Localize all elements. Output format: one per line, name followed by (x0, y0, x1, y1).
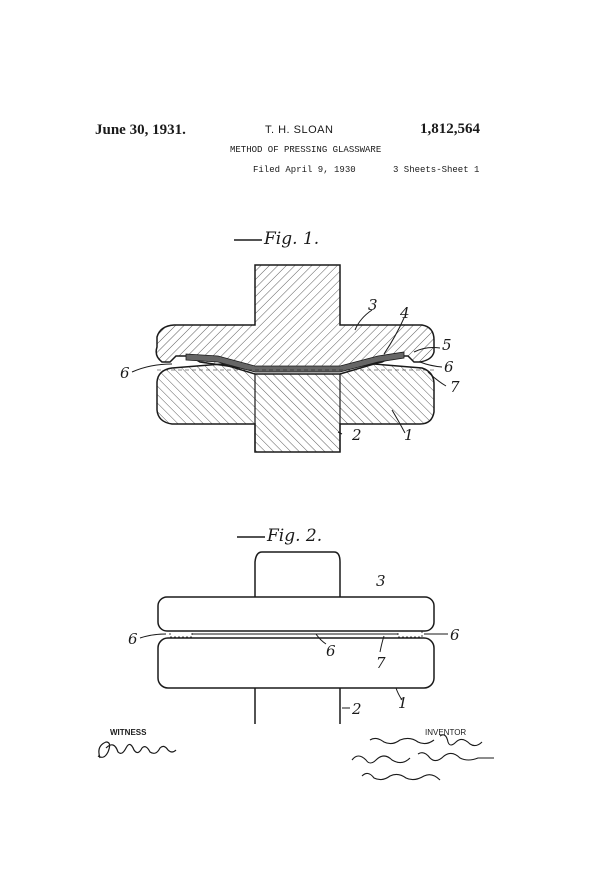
figure-1: Fig. 1. 3 4 5 6 6 7 2 1 (120, 229, 460, 453)
fig2-lower-plate (157, 637, 435, 689)
fig1-ref-3: 3 (368, 296, 378, 314)
fig1-ref-2: 2 (351, 426, 362, 444)
fig2-ref-6-left: 6 (128, 630, 138, 648)
fig2-ref-6-center: 6 (326, 642, 336, 660)
patent-title: METHOD OF PRESSING GLASSWARE (230, 145, 382, 155)
fig2-ref-3: 3 (376, 572, 386, 590)
fig2-upper-plate (157, 596, 435, 632)
fig2-lower-stem (254, 688, 341, 724)
figure-2: Fig. 2. 3 6 6 6 7 2 1 (128, 526, 460, 724)
fig1-ref-7: 7 (450, 378, 460, 396)
fig2-spacer-ring (169, 630, 423, 638)
witness-label: WITNESS (110, 728, 147, 737)
fig1-ref-5: 5 (442, 336, 452, 354)
filed-date: Filed April 9, 1930 (253, 165, 356, 175)
inventor-signature (351, 734, 494, 781)
fig1-ref-4: 4 (399, 304, 410, 322)
patent-number: 1,812,564 (420, 121, 480, 137)
inventor-name: T. H. SLOAN (265, 124, 334, 136)
fig2-ref-6-right: 6 (450, 626, 460, 644)
fig1-ref-1: 1 (404, 426, 414, 444)
fig2-ref-2: 2 (351, 700, 362, 718)
inventor-label: INVENTOR (425, 728, 467, 737)
sheet-count: 3 Sheets-Sheet 1 (393, 165, 480, 175)
fig1-label: Fig. 1. (263, 229, 319, 249)
fig1-lower-mold (156, 363, 435, 453)
fig2-ref-1: 1 (398, 694, 408, 712)
fig1-ref-6-right: 6 (444, 358, 454, 376)
fig2-label: Fig. 2. (266, 526, 322, 546)
fig2-ref-7: 7 (376, 654, 386, 672)
fig1-glass-blank (185, 351, 405, 373)
fig1-ref-6-left: 6 (120, 364, 130, 382)
fig2-upper-stem (254, 551, 341, 597)
patent-date: June 30, 1931. (95, 122, 186, 138)
witness-signature (97, 741, 177, 759)
